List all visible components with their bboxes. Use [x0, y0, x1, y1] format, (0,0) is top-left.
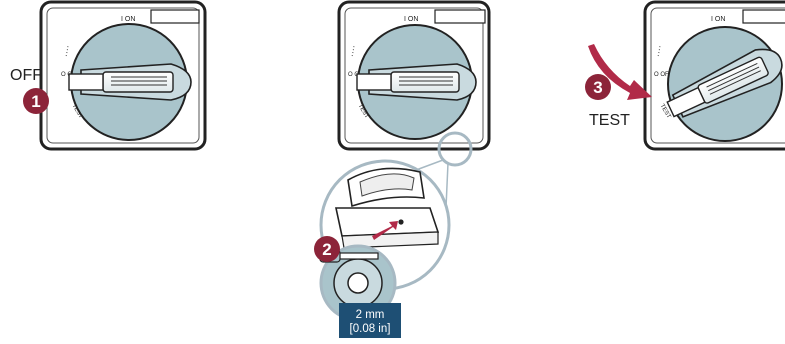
label-plate [151, 10, 199, 23]
dots-marking: ···· [61, 44, 73, 58]
off-label: OFF [10, 67, 42, 84]
test-label: TEST [589, 112, 630, 129]
on-marking: I ON [711, 16, 725, 23]
dots-marking: ···· [347, 44, 359, 58]
switch-panel-middle: I ON ···· O OFF TEST [339, 2, 489, 149]
on-marking: I ON [404, 16, 418, 23]
step-3-badge: 3 [585, 74, 611, 100]
step-1-badge: 1 [23, 88, 49, 114]
handle-pointer [69, 74, 103, 90]
svg-text:3: 3 [593, 78, 602, 97]
dots-marking: ···· [653, 44, 665, 58]
handle-pointer [357, 74, 391, 90]
svg-text:1: 1 [31, 92, 40, 111]
svg-text:2: 2 [322, 240, 331, 259]
tool-dimension-callout: 2 mm [0.08 in] [339, 303, 401, 338]
test-hole [398, 219, 403, 224]
dimension-imperial: [0.08 in] [350, 323, 391, 335]
switch-panel-off: I ON ···· O OFF TEST [41, 2, 205, 149]
step-2-badge: 2 [314, 236, 340, 262]
on-marking: I ON [121, 16, 135, 23]
screwdriver-shaft [338, 253, 378, 259]
dimension-metric: 2 mm [356, 309, 385, 321]
label-plate [435, 10, 485, 23]
switch-panel-test: I ON ···· O OFF TEST [645, 2, 785, 149]
label-plate [743, 10, 785, 23]
